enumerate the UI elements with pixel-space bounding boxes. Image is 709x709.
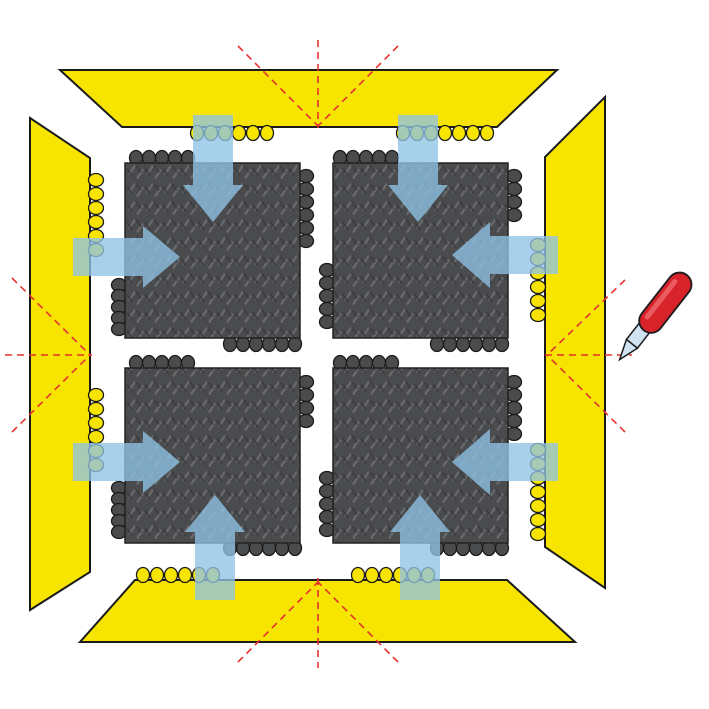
arrow-left-top xyxy=(452,222,558,288)
strip-lug xyxy=(87,415,105,431)
cut-line-left-diag-up xyxy=(11,277,91,356)
strip-lug xyxy=(479,124,495,142)
arrow-down-left xyxy=(183,115,243,222)
arrow-up-left xyxy=(185,495,245,600)
arrow-down-right xyxy=(388,115,448,222)
strip-lug xyxy=(259,124,275,142)
strip-lug xyxy=(87,387,105,403)
cut-line-right-diag-up xyxy=(546,279,626,356)
strip-lug xyxy=(529,512,547,528)
strip-lug xyxy=(529,279,547,295)
strip-lug xyxy=(451,124,467,142)
cut-line-bottom-diag-left xyxy=(237,581,319,663)
arrow-left-bottom xyxy=(452,429,558,495)
strip-lug xyxy=(163,566,179,584)
arrow-up-right xyxy=(390,495,450,600)
cut-line-top-diag-right xyxy=(317,45,399,127)
edge-strip-top xyxy=(57,69,560,128)
strip-lug xyxy=(529,498,547,514)
strip-lug xyxy=(149,566,165,584)
strip-lug xyxy=(87,172,105,188)
utility-knife-icon xyxy=(618,271,693,362)
edge-strip-right xyxy=(544,94,606,590)
strip-lug xyxy=(87,401,105,417)
strip-lug xyxy=(245,124,261,142)
tiles xyxy=(124,162,509,544)
cut-guides xyxy=(5,40,632,668)
strip-lug xyxy=(87,429,105,445)
strip-lug xyxy=(529,526,547,542)
cut-line-top-diag-left xyxy=(237,45,319,127)
strip-lug xyxy=(177,566,193,584)
strip-lug xyxy=(529,293,547,309)
arrow-right-top xyxy=(73,226,180,288)
strip-lug xyxy=(231,124,247,142)
strip-lug xyxy=(437,124,453,142)
edge-strip-bottom xyxy=(77,579,578,643)
strip-lug xyxy=(87,200,105,216)
strip-lug xyxy=(87,214,105,230)
cut-line-left-diag-down xyxy=(11,354,91,433)
strip-lug xyxy=(465,124,481,142)
strip-lug xyxy=(378,566,394,584)
strip-lug xyxy=(529,307,547,323)
edge-strips xyxy=(29,69,606,643)
strip-lug xyxy=(350,566,366,584)
cut-line-bottom-diag-right xyxy=(317,581,399,663)
strip-lug xyxy=(529,484,547,500)
strip-lug xyxy=(364,566,380,584)
strip-lug xyxy=(135,566,151,584)
arrows xyxy=(73,115,558,600)
strip-lug xyxy=(87,186,105,202)
arrow-right-bottom xyxy=(73,431,180,493)
cut-line-right-diag-down xyxy=(546,354,626,433)
